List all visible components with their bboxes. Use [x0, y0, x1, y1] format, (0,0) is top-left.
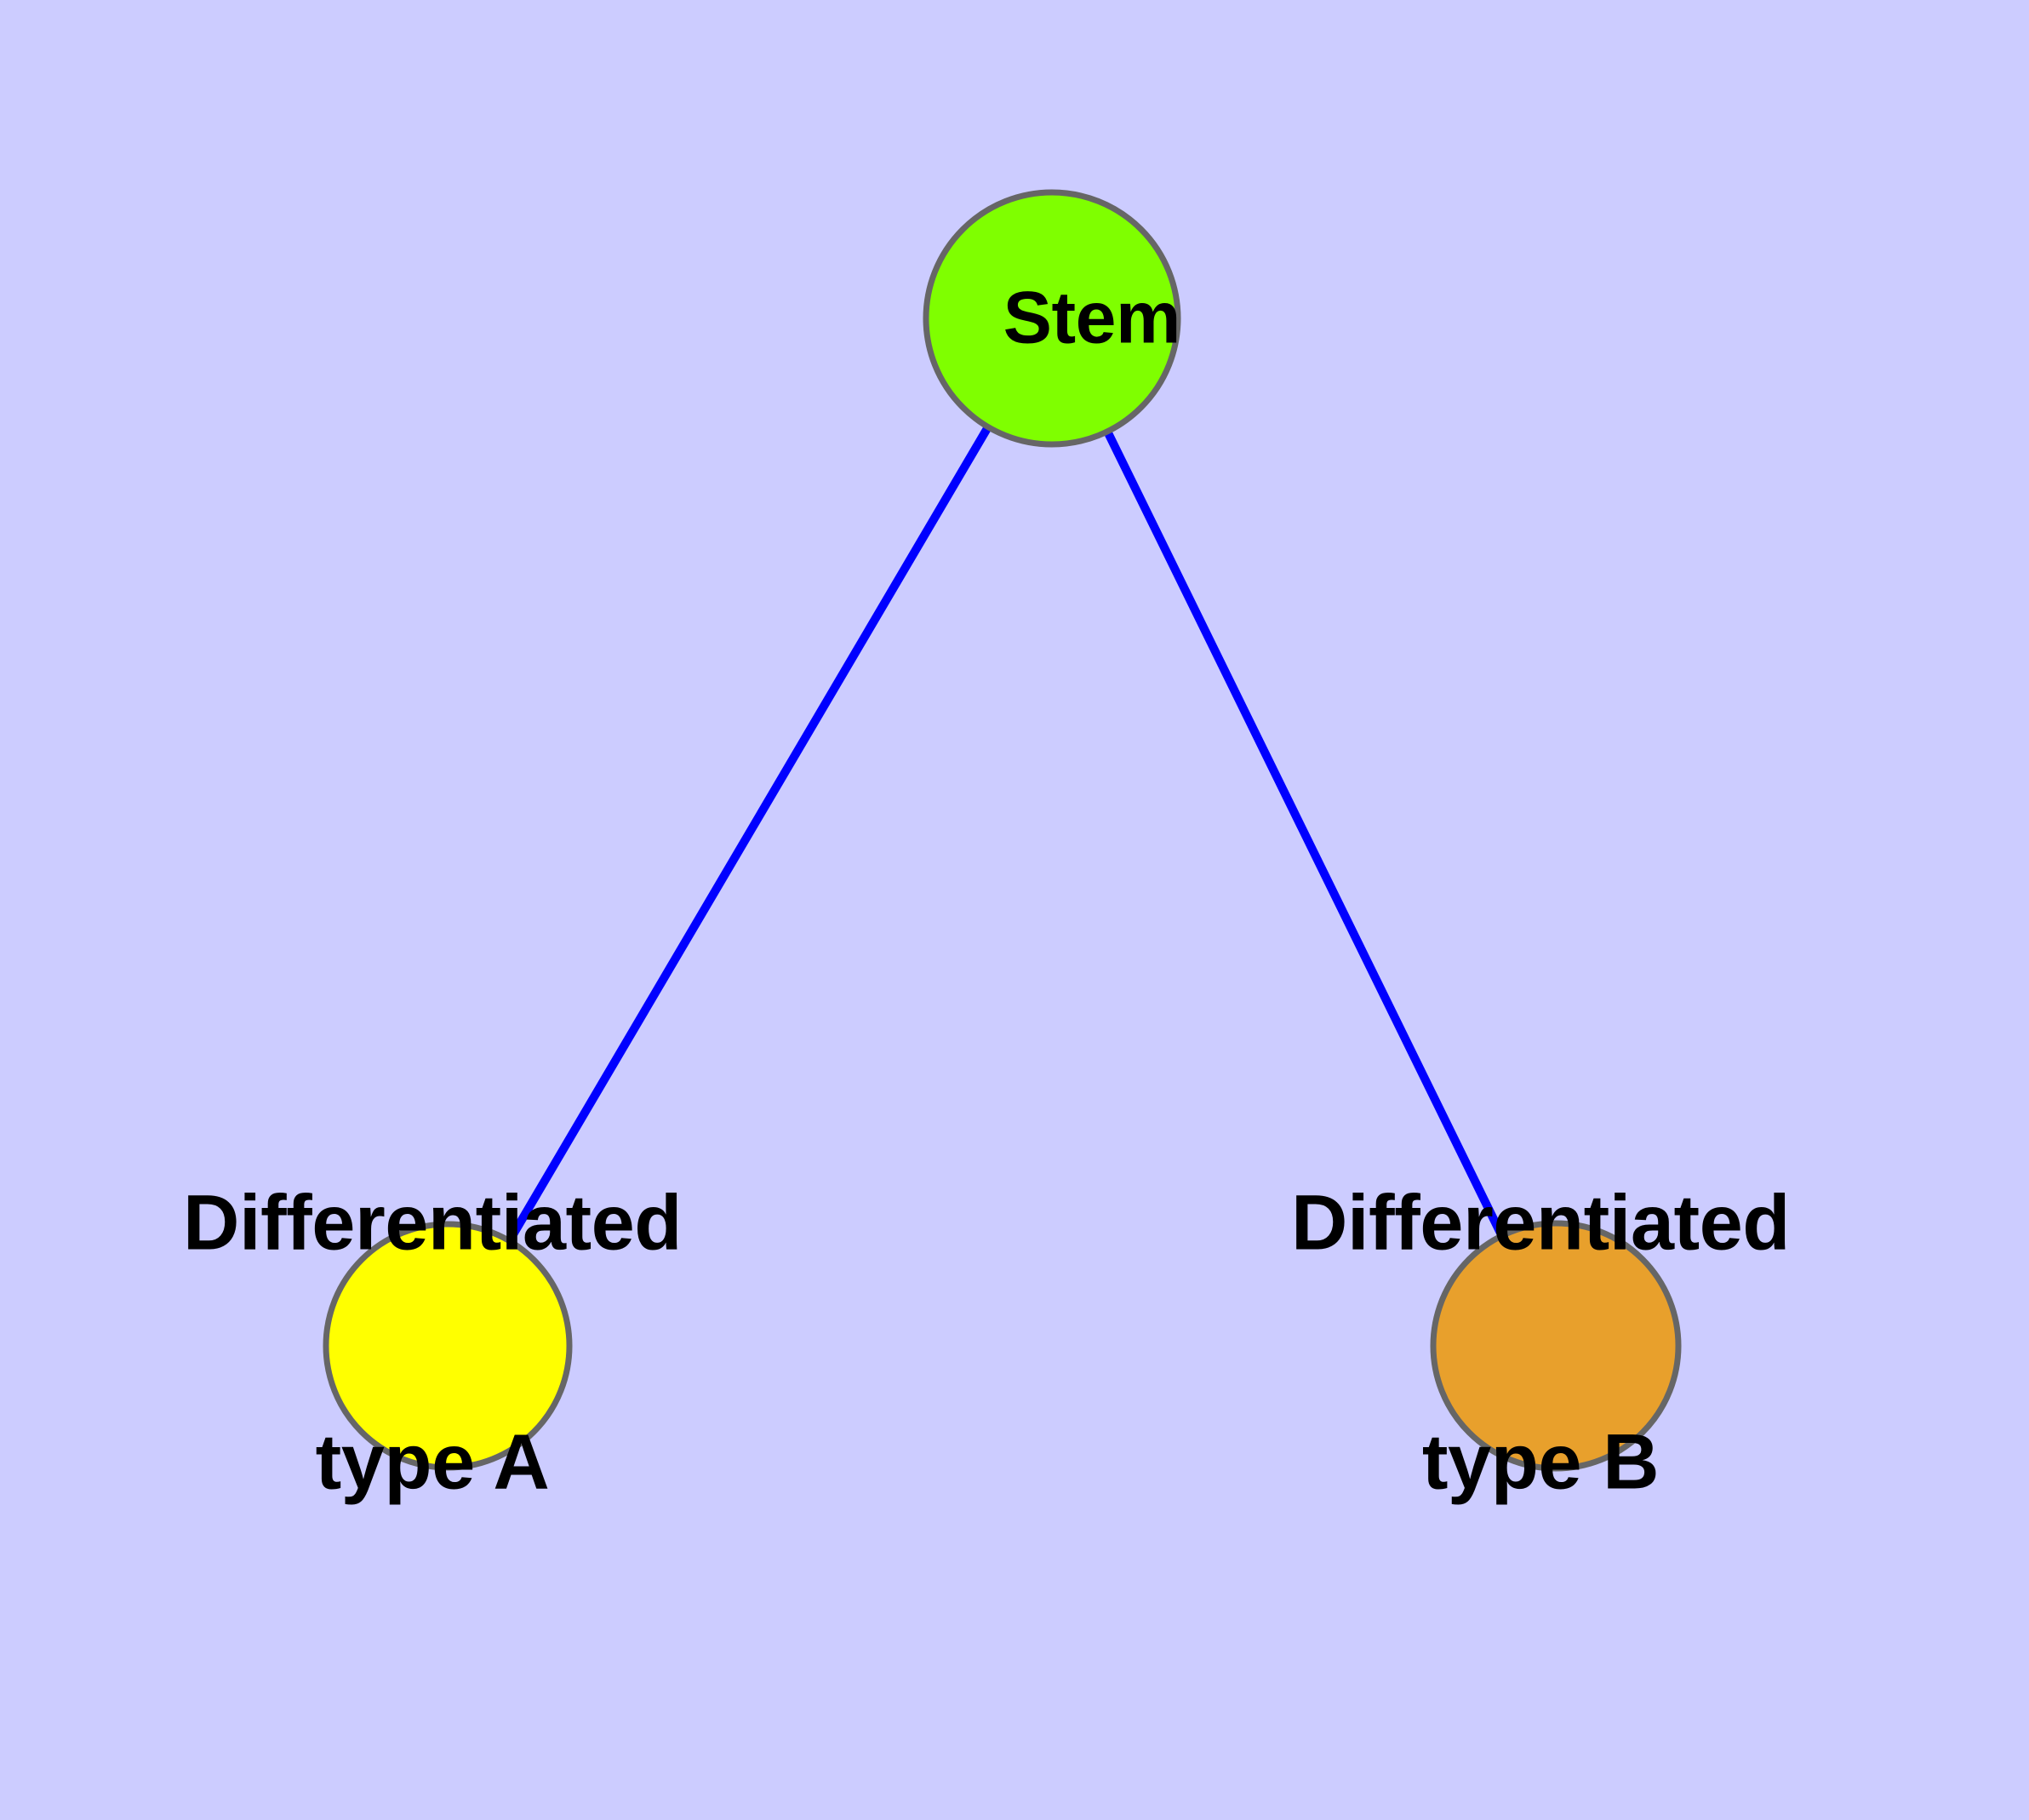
node-stem[interactable] — [923, 189, 1181, 448]
node-layer — [323, 189, 1682, 1472]
edge-stem-to-type-a — [443, 316, 1056, 1348]
node-differentiated-type-b[interactable] — [1430, 1220, 1682, 1472]
edge-layer — [443, 316, 1560, 1348]
edge-stem-to-type-b — [1048, 316, 1560, 1348]
node-differentiated-type-a[interactable] — [323, 1221, 573, 1471]
